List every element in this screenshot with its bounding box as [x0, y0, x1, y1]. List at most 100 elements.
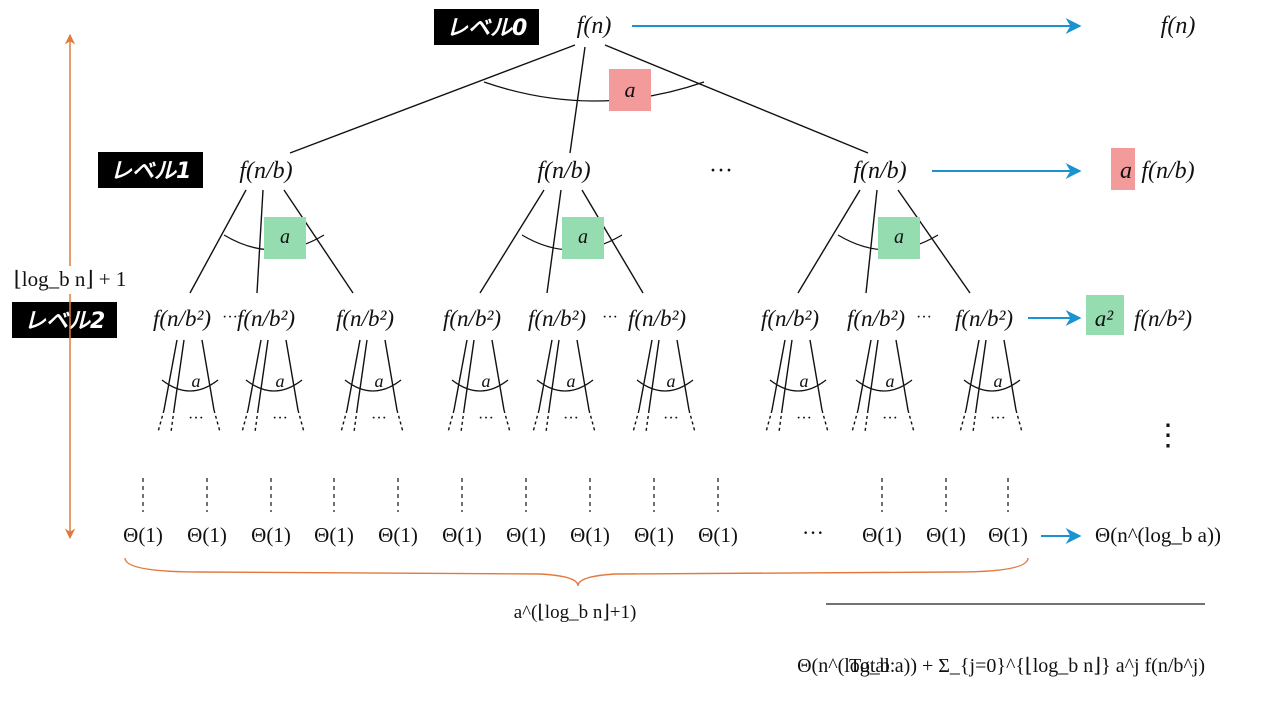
level2-node: f(n/b²): [443, 306, 501, 331]
edge-l2-l3: [453, 339, 468, 411]
edge-dashed: [254, 409, 259, 433]
edge-l1-l2: [189, 189, 247, 294]
level2-node: f(n/b²): [761, 306, 819, 331]
level1-ellipsis: ···: [709, 158, 733, 184]
tree-height-label: ⌊log_b n⌋ + 1: [14, 267, 127, 291]
edge-l2-l3: [356, 339, 368, 411]
edge-dashed: [297, 409, 305, 433]
leaves-ellipsis: ···: [802, 520, 824, 545]
edge-l2-l3: [548, 339, 560, 411]
level2-node: f(n/b²): [628, 306, 686, 331]
branch-count-label: a: [192, 371, 201, 391]
branch-count-label: a: [567, 371, 576, 391]
level2-node: f(n/b²): [336, 306, 394, 331]
edge-dashed: [778, 409, 783, 433]
level2-branch-arc: [161, 379, 219, 392]
level3-ellipsis: ···: [663, 410, 679, 427]
edge-l2-l3: [857, 339, 872, 411]
leaf-node: Θ(1): [378, 523, 418, 547]
leaf-node: Θ(1): [634, 523, 674, 547]
branch-count-label: a: [578, 226, 588, 248]
edge-l1-l2: [581, 189, 644, 294]
branch-count-label: a: [894, 226, 904, 248]
branch-count-label: a: [667, 371, 676, 391]
edge-l2-l3: [809, 339, 823, 411]
leaf-node: Θ(1): [251, 523, 291, 547]
level-cost-1: f(n/b): [1141, 158, 1194, 184]
tree-labels: f(n) a f(n/b) f(n/b) f(n/b) ··· a a a f(n/b²) f(n/…: [14, 13, 1221, 677]
edge-l2-l3: [781, 339, 793, 411]
branch-count-label: a: [482, 371, 491, 391]
edge-l2-l3: [676, 339, 690, 411]
edge-l2-l3: [638, 339, 653, 411]
level-cost-2-coef: a²: [1095, 306, 1115, 331]
total-expression: Θ(n^(log_b a)) + Σ_{j=0}^{⌊log_b n⌋} a^j…: [797, 655, 1205, 677]
edge-l2-l3: [247, 339, 262, 411]
branch-count-label: a: [886, 371, 895, 391]
branch-count-label: a: [800, 371, 809, 391]
edge-l2-l3: [163, 339, 178, 411]
edge-dashed: [688, 409, 696, 433]
leaf-node: Θ(1): [862, 523, 902, 547]
edge-l2-l3: [771, 339, 786, 411]
leaf-node: Θ(1): [123, 523, 163, 547]
edge-dashed: [157, 409, 165, 433]
edge-dashed: [972, 409, 977, 433]
level2-node: f(n/b²): [955, 306, 1013, 331]
branch-count-label: a: [375, 371, 384, 391]
edge-dashed: [851, 409, 859, 433]
edge-l2-l3: [867, 339, 879, 411]
edge-l2-l3: [257, 339, 269, 411]
edge-dashed: [959, 409, 967, 433]
level-cost-leaves: Θ(n^(log_b a)): [1095, 523, 1221, 547]
level2-ellipsis: ···: [222, 309, 238, 326]
level-2-badge: レベル2: [12, 302, 118, 338]
edge-l1-l2: [797, 189, 861, 294]
leaf-node: Θ(1): [570, 523, 610, 547]
edge-l2-l3: [201, 339, 215, 411]
edge-dashed: [460, 409, 465, 433]
level3-ellipsis: ···: [563, 410, 579, 427]
level2-branch-arc: [344, 379, 402, 392]
level1-node: f(n/b): [853, 158, 906, 184]
edge-l2-l3: [538, 339, 553, 411]
level3-ellipsis: ···: [882, 410, 898, 427]
edge-dashed: [907, 409, 915, 433]
leaf-node: Θ(1): [314, 523, 354, 547]
root-node: f(n): [577, 13, 612, 39]
level2-branch-arc: [769, 379, 827, 392]
edge-dashed: [532, 409, 540, 433]
level2-node: f(n/b²): [153, 306, 211, 331]
leaf-node: Θ(1): [926, 523, 966, 547]
cost-coef-highlight-green: [1086, 295, 1124, 335]
edge-l2-l3: [576, 339, 590, 411]
leaf-node: Θ(1): [506, 523, 546, 547]
level3-ellipsis: ···: [371, 410, 387, 427]
level3-ellipsis: ···: [188, 410, 204, 427]
edge-l1-l2: [479, 189, 545, 294]
branch-count-label: a: [994, 371, 1003, 391]
branch-count-label: a: [276, 371, 285, 391]
leaf-node: Θ(1): [988, 523, 1028, 547]
level-cost-2: f(n/b²): [1134, 306, 1192, 331]
leaf-node: Θ(1): [187, 523, 227, 547]
level-1-badge: レベル1: [98, 152, 204, 188]
leaf-node: Θ(1): [442, 523, 482, 547]
edge-dashed: [503, 409, 511, 433]
level2-ellipsis: ···: [916, 309, 932, 326]
edge-dashed: [213, 409, 221, 433]
level3-ellipsis: ···: [796, 410, 812, 427]
edge-l2-l3: [965, 339, 980, 411]
leaf-count-label: a^(⌊log_b n⌋+1): [514, 602, 637, 623]
level1-node: f(n/b): [537, 158, 590, 184]
level-cost-1-coef: a: [1120, 158, 1132, 184]
cost-vertical-ellipsis: ⋮: [1153, 419, 1183, 452]
edge-dashed: [765, 409, 773, 433]
branch-count-label: a: [625, 77, 636, 102]
edge-dashed: [396, 409, 404, 433]
level2-branch-arc: [245, 379, 303, 392]
edge-l2-l3: [384, 339, 398, 411]
edge-dashed: [340, 409, 348, 433]
edge-root-l1: [289, 44, 576, 154]
